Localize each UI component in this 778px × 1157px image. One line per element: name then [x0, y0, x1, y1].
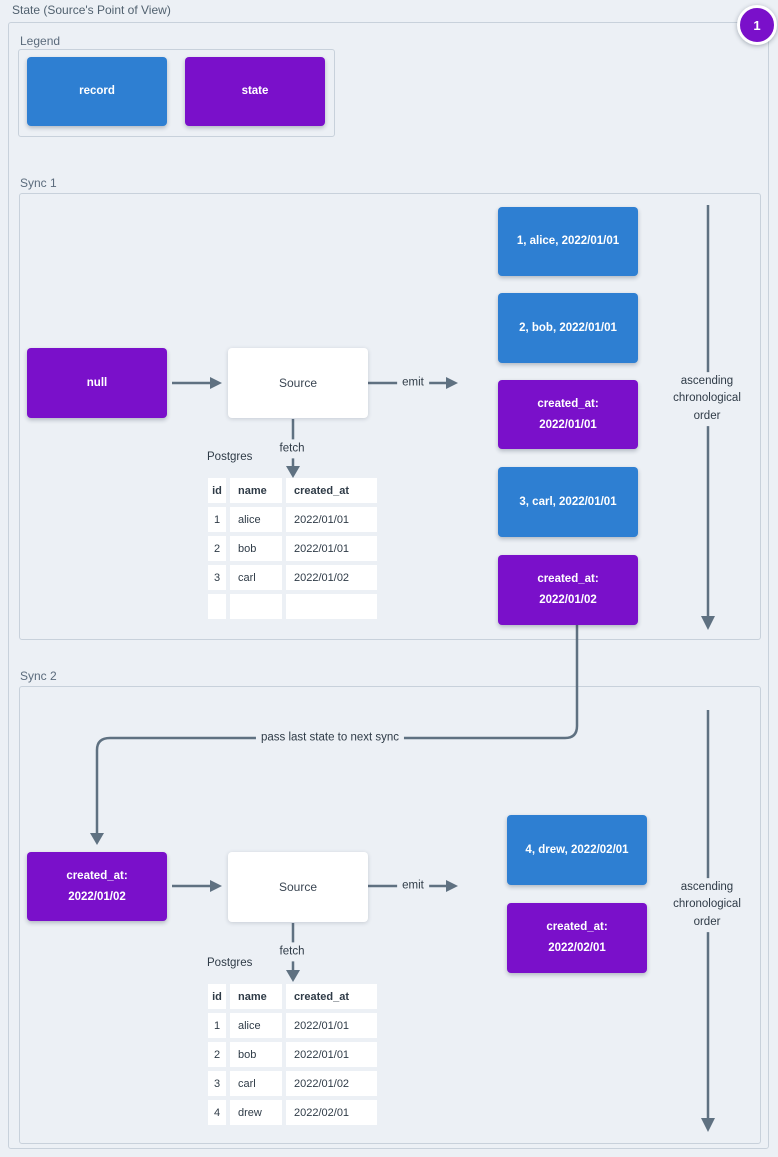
col-created-at: created_at — [286, 478, 377, 503]
sync2-state-1-text: created_at: 2022/02/01 — [546, 921, 608, 954]
col-name: name — [230, 478, 282, 503]
table-header-row: id name created_at — [208, 984, 377, 1009]
sync1-fetch-label: fetch — [274, 439, 310, 459]
sync2-label: Sync 2 — [20, 669, 57, 683]
legend-state-label: state — [241, 85, 269, 98]
table-header-row: id name created_at — [208, 478, 377, 503]
col-id: id — [208, 478, 226, 503]
sync2-input-state-text: created_at: 2022/01/02 — [66, 869, 128, 903]
sync1-state-1: created_at: 2022/01/01 — [498, 380, 638, 449]
sync2-source-text: Source — [278, 879, 318, 894]
legend-label: Legend — [20, 34, 61, 48]
sync1-emit-label: emit — [397, 373, 429, 393]
sync1-input-state-text: null — [86, 376, 108, 389]
sync2-postgres-label: Postgres — [207, 957, 253, 969]
sync1-postgres-table: id name created_at 1 alice 2022/01/01 2 … — [204, 474, 381, 623]
sync2-fetch-label: fetch — [274, 942, 310, 962]
col-name: name — [230, 984, 282, 1009]
step-badge: 1 — [737, 5, 777, 45]
sync1-axis-label: ascending chronological order — [668, 372, 746, 426]
table-row: 2 bob 2022/01/01 — [208, 1042, 377, 1067]
sync2-record-1-text: 4, drew, 2022/02/01 — [525, 843, 629, 856]
table-row-empty — [208, 594, 377, 619]
sync2-state-1: created_at: 2022/02/01 — [507, 903, 647, 973]
legend-record-box: record — [27, 57, 167, 126]
sync1-record-3-text: 3, carl, 2022/01/01 — [519, 495, 617, 508]
sync1-source-box: Source — [228, 348, 368, 418]
sync2-record-1: 4, drew, 2022/02/01 — [507, 815, 647, 885]
table-row: 1 alice 2022/01/01 — [208, 507, 377, 532]
sync1-record-2: 2, bob, 2022/01/01 — [498, 293, 638, 363]
sync1-postgres-label: Postgres — [207, 451, 253, 463]
sync1-input-state-box: null — [27, 348, 167, 418]
col-id: id — [208, 984, 226, 1009]
sync1-source-text: Source — [278, 375, 318, 390]
sync1-label: Sync 1 — [20, 176, 57, 190]
legend-state-box: state — [185, 57, 325, 126]
table-row: 3 carl 2022/01/02 — [208, 565, 377, 590]
sync1-record-1-text: 1, alice, 2022/01/01 — [516, 235, 620, 248]
col-created-at: created_at — [286, 984, 377, 1009]
sync1-state-2: created_at: 2022/01/02 — [498, 555, 638, 625]
legend-frame — [18, 49, 335, 137]
sync2-postgres-table: id name created_at 1 alice 2022/01/01 2 … — [204, 980, 381, 1129]
sync1-record-1: 1, alice, 2022/01/01 — [498, 207, 638, 276]
sync2-source-box: Source — [228, 852, 368, 922]
table-row: 3 carl 2022/01/02 — [208, 1071, 377, 1096]
sync1-state-1-text: created_at: 2022/01/01 — [537, 397, 599, 431]
legend-record-label: record — [79, 85, 115, 98]
sync1-record-3: 3, carl, 2022/01/01 — [498, 467, 638, 537]
sync1-record-2-text: 2, bob, 2022/01/01 — [519, 321, 617, 334]
table-row: 2 bob 2022/01/01 — [208, 536, 377, 561]
sync2-input-state-box: created_at: 2022/01/02 — [27, 852, 167, 921]
outer-frame — [8, 22, 769, 1149]
sync1-state-2-text: created_at: 2022/01/02 — [537, 573, 599, 606]
page-title: State (Source's Point of View) — [12, 3, 171, 17]
table-row: 4 drew 2022/02/01 — [208, 1100, 377, 1125]
table-row: 1 alice 2022/01/01 — [208, 1013, 377, 1038]
sync2-emit-label: emit — [397, 876, 429, 896]
sync2-axis-label: ascending chronological order — [668, 878, 746, 932]
pass-state-label: pass last state to next sync — [255, 728, 405, 748]
